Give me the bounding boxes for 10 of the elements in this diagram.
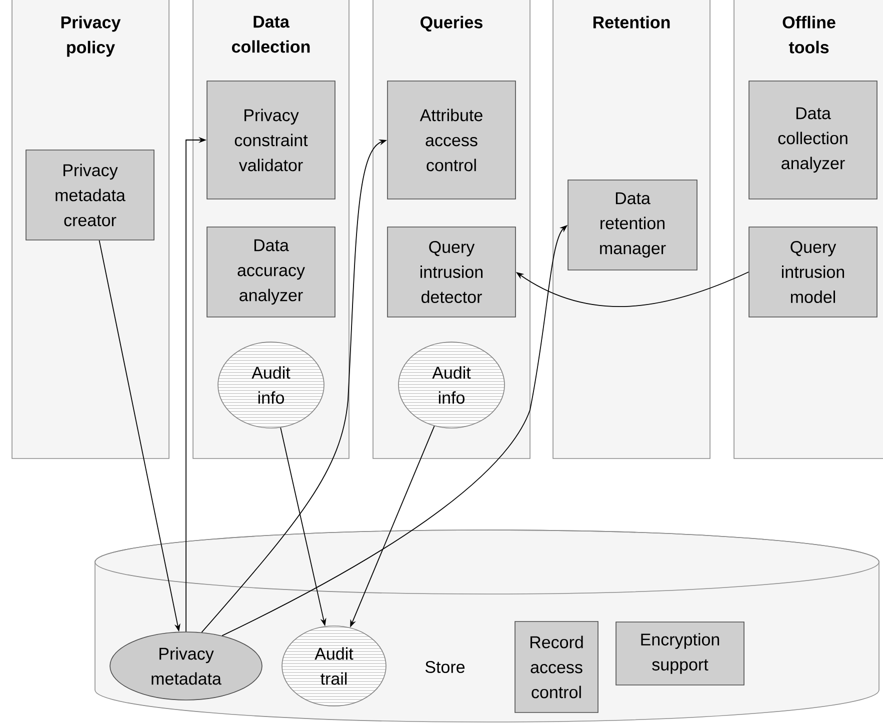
process-box: Query intrusion detector xyxy=(387,226,516,318)
process-box: Privacy constraint validator xyxy=(206,80,336,200)
process-box: Query intrusion model xyxy=(748,226,878,318)
process-box: Data accuracy analyzer xyxy=(206,226,336,318)
process-box: Record access control xyxy=(514,621,598,713)
process-box: Data retention manager xyxy=(568,180,698,270)
process-box: Data collection analyzer xyxy=(748,80,878,200)
process-box: Attribute access control xyxy=(387,80,516,200)
process-box: Privacy metadata creator xyxy=(26,150,154,240)
process-box: Encryption support xyxy=(616,622,744,686)
